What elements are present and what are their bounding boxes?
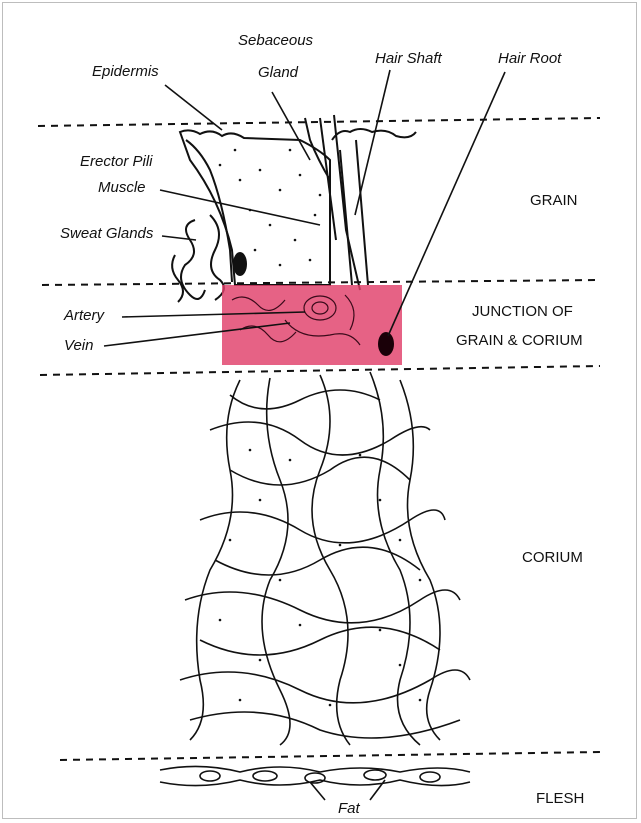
erector-muscle-mark bbox=[233, 252, 247, 276]
sweat-gland-shapes bbox=[172, 215, 224, 302]
sweat-glands-leader bbox=[162, 236, 196, 240]
hair-root-bulb bbox=[378, 332, 394, 356]
layer-label-junction-line1: JUNCTION OF bbox=[472, 303, 573, 320]
label-sebaceous-line2: Gland bbox=[258, 64, 299, 81]
label-artery: Artery bbox=[63, 307, 106, 324]
label-hair-root: Hair Root bbox=[498, 50, 562, 67]
leader-lines bbox=[104, 70, 505, 800]
epidermis-outline bbox=[180, 130, 330, 285]
label-sweat-glands: Sweat Glands bbox=[60, 225, 154, 242]
hair-shaft-leader bbox=[355, 70, 390, 215]
label-erector-line2: Muscle bbox=[98, 179, 146, 196]
epidermis-inner-edge bbox=[186, 140, 232, 282]
hair-root-leader bbox=[388, 72, 505, 336]
fat-layer bbox=[160, 766, 470, 785]
hair-shaft-shape bbox=[320, 115, 360, 290]
corium-fibers bbox=[180, 372, 470, 745]
fat-leader-right bbox=[370, 780, 385, 800]
label-sebaceous-line1: Sebaceous bbox=[238, 32, 314, 49]
layer-label-grain: GRAIN bbox=[530, 192, 578, 209]
layer-label-flesh: FLESH bbox=[536, 790, 584, 807]
layer-boundaries bbox=[38, 118, 600, 760]
label-vein: Vein bbox=[64, 337, 93, 354]
junction-bottom-boundary bbox=[40, 366, 600, 375]
grain-top-boundary bbox=[38, 118, 600, 126]
corium-texture bbox=[219, 449, 422, 707]
layer-label-junction-line2: GRAIN & CORIUM bbox=[456, 332, 583, 349]
fat-leader-left bbox=[310, 782, 325, 800]
grain-texture bbox=[219, 149, 322, 267]
label-epidermis: Epidermis bbox=[92, 63, 159, 80]
erector-leader bbox=[160, 190, 320, 225]
label-hair-shaft: Hair Shaft bbox=[375, 50, 443, 67]
label-fat: Fat bbox=[338, 800, 361, 817]
layer-label-corium: CORIUM bbox=[522, 549, 583, 566]
flesh-top-boundary bbox=[60, 752, 600, 760]
label-erector-line1: Erector Pili bbox=[80, 153, 153, 170]
